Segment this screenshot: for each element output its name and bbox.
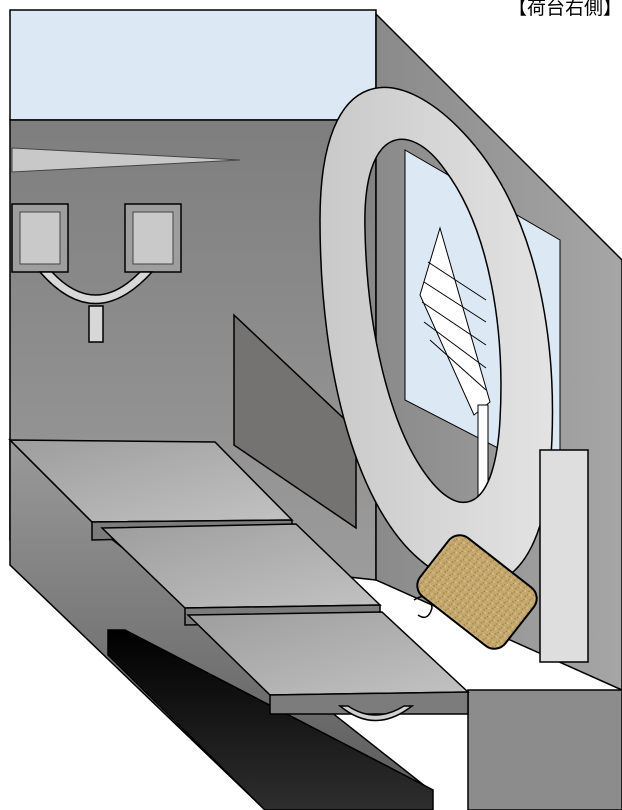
lamp-right-face bbox=[133, 212, 173, 264]
lamp-stem bbox=[89, 306, 103, 342]
lower-right-box bbox=[468, 690, 622, 810]
sky-window bbox=[10, 10, 376, 120]
lamp-left-face bbox=[20, 212, 60, 264]
ring-post bbox=[540, 450, 588, 662]
bench-segment-3-edge bbox=[270, 692, 468, 714]
